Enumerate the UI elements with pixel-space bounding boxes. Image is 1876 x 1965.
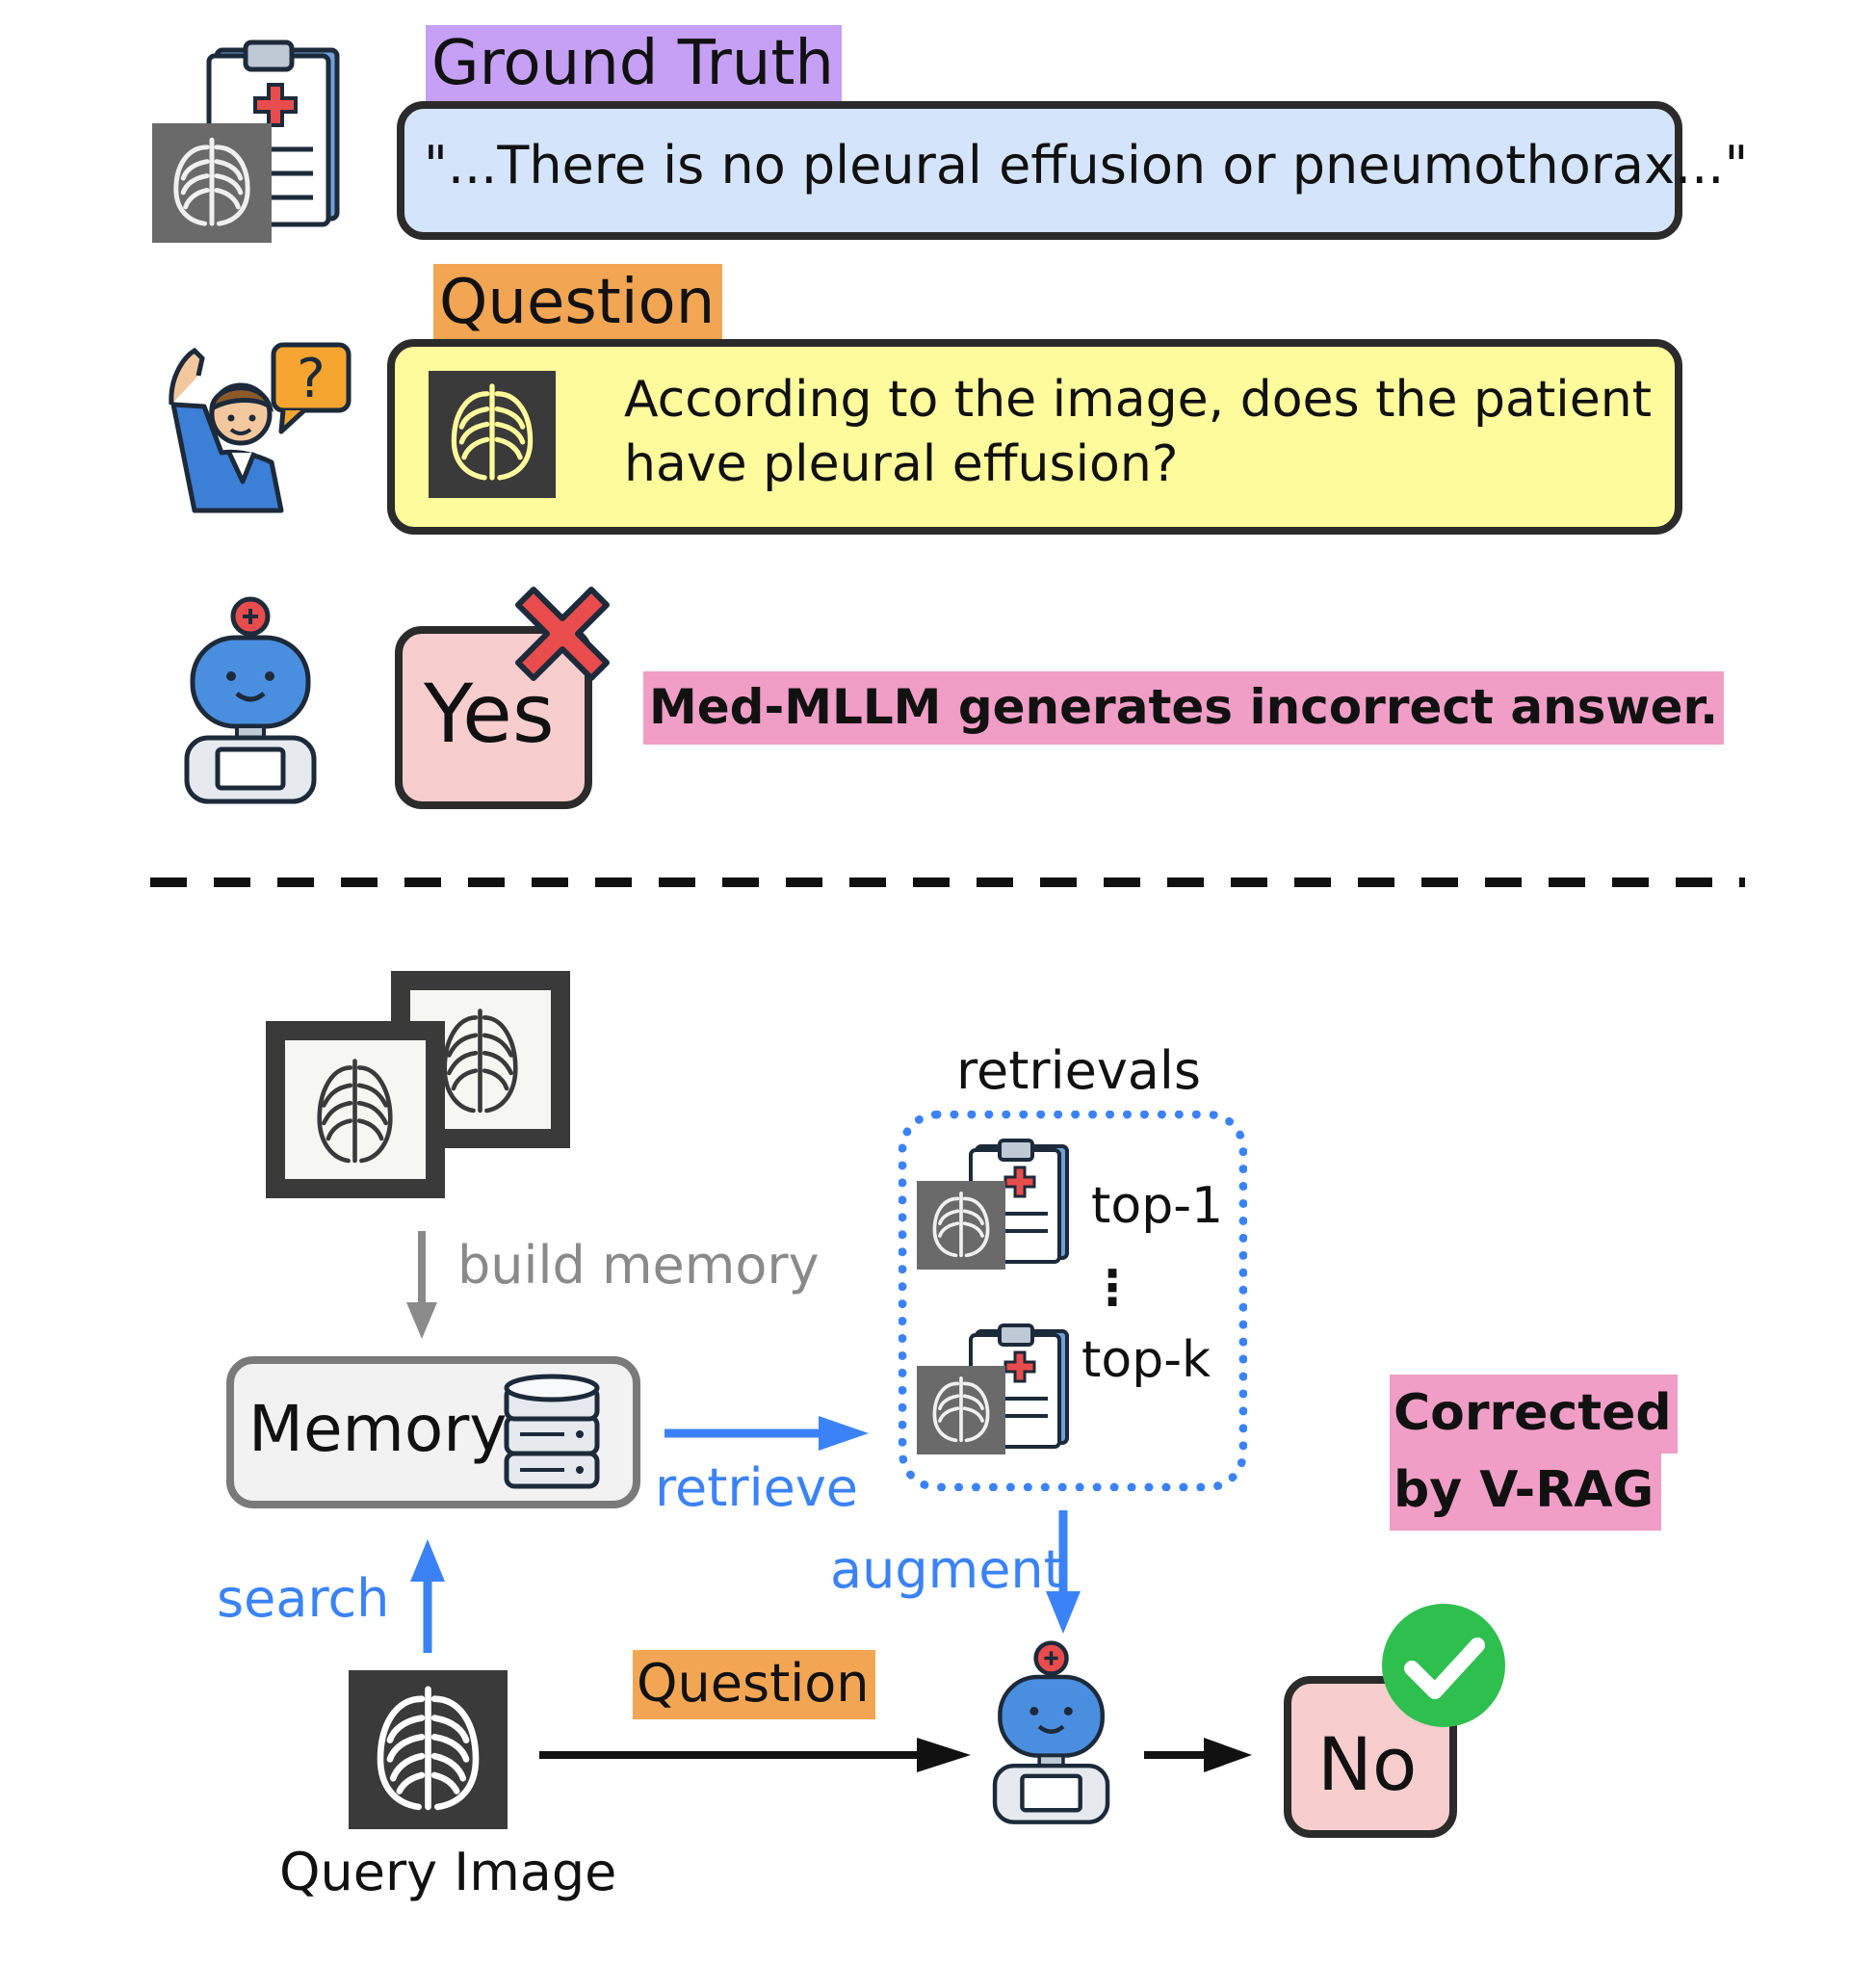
ground-truth-text: "...There is no pleural effusion or pneu… <box>424 135 1749 196</box>
query-image-xray-icon <box>349 1670 508 1829</box>
database-icon <box>504 1374 600 1489</box>
top-1-label: top-1 <box>1091 1177 1224 1235</box>
question-box <box>387 339 1682 535</box>
memory-label: Memory <box>248 1392 508 1466</box>
question-label: Question <box>433 264 723 343</box>
top-1-report-icon <box>917 1139 1069 1270</box>
corrected-line-1: Corrected <box>1390 1375 1678 1454</box>
green-check-icon <box>1382 1604 1505 1727</box>
retrievals-title: retrievals <box>956 1040 1202 1101</box>
build-memory-label: build memory <box>457 1235 820 1296</box>
top-k-report-icon <box>917 1323 1069 1454</box>
search-arrow <box>410 1539 445 1653</box>
augment-label: augment <box>830 1539 1064 1600</box>
retrieve-label: retrieve <box>655 1457 859 1518</box>
med-mllm-robot-icon <box>184 596 317 804</box>
query-image-label: Query Image <box>279 1842 617 1902</box>
retrieve-arrow <box>664 1416 869 1451</box>
corrected-by-vrag-caption: Corrected by V-RAG <box>1390 1375 1678 1531</box>
corrected-line-2: by V-RAG <box>1390 1454 1662 1531</box>
xray-thumbnail-icon <box>152 123 272 243</box>
question-line-2: have pleural effusion? <box>624 435 1179 493</box>
xray-collection-icon <box>266 971 570 1198</box>
ground-truth-box <box>397 101 1682 240</box>
retrievals-box <box>899 1111 1247 1491</box>
v-rag-robot-icon <box>992 1640 1110 1824</box>
answer-yes-box <box>395 626 592 809</box>
search-label: search <box>217 1568 390 1629</box>
build-memory-arrow <box>406 1231 437 1339</box>
query-to-robot-arrow <box>539 1738 971 1772</box>
ground-truth-label: Ground Truth <box>426 25 842 104</box>
red-x-icon <box>515 587 610 681</box>
top-k-label: top-k <box>1081 1331 1212 1389</box>
question-xray-icon <box>429 371 556 498</box>
question-line-1: According to the image, does the patient <box>624 371 1653 429</box>
robot-to-answer-arrow <box>1144 1738 1252 1772</box>
incorrect-answer-caption: Med-MLLM generates incorrect answer. <box>643 671 1725 745</box>
answer-yes-text: Yes <box>424 667 555 761</box>
person-asking-icon: ? <box>169 342 352 513</box>
section-divider <box>150 878 1745 887</box>
augment-arrow <box>1046 1510 1081 1634</box>
pipeline-question-label: Question <box>633 1650 875 1719</box>
retrievals-ellipsis: ⋮ <box>1088 1260 1136 1316</box>
svg-text:?: ? <box>297 348 326 410</box>
answer-no-text: No <box>1317 1721 1418 1807</box>
